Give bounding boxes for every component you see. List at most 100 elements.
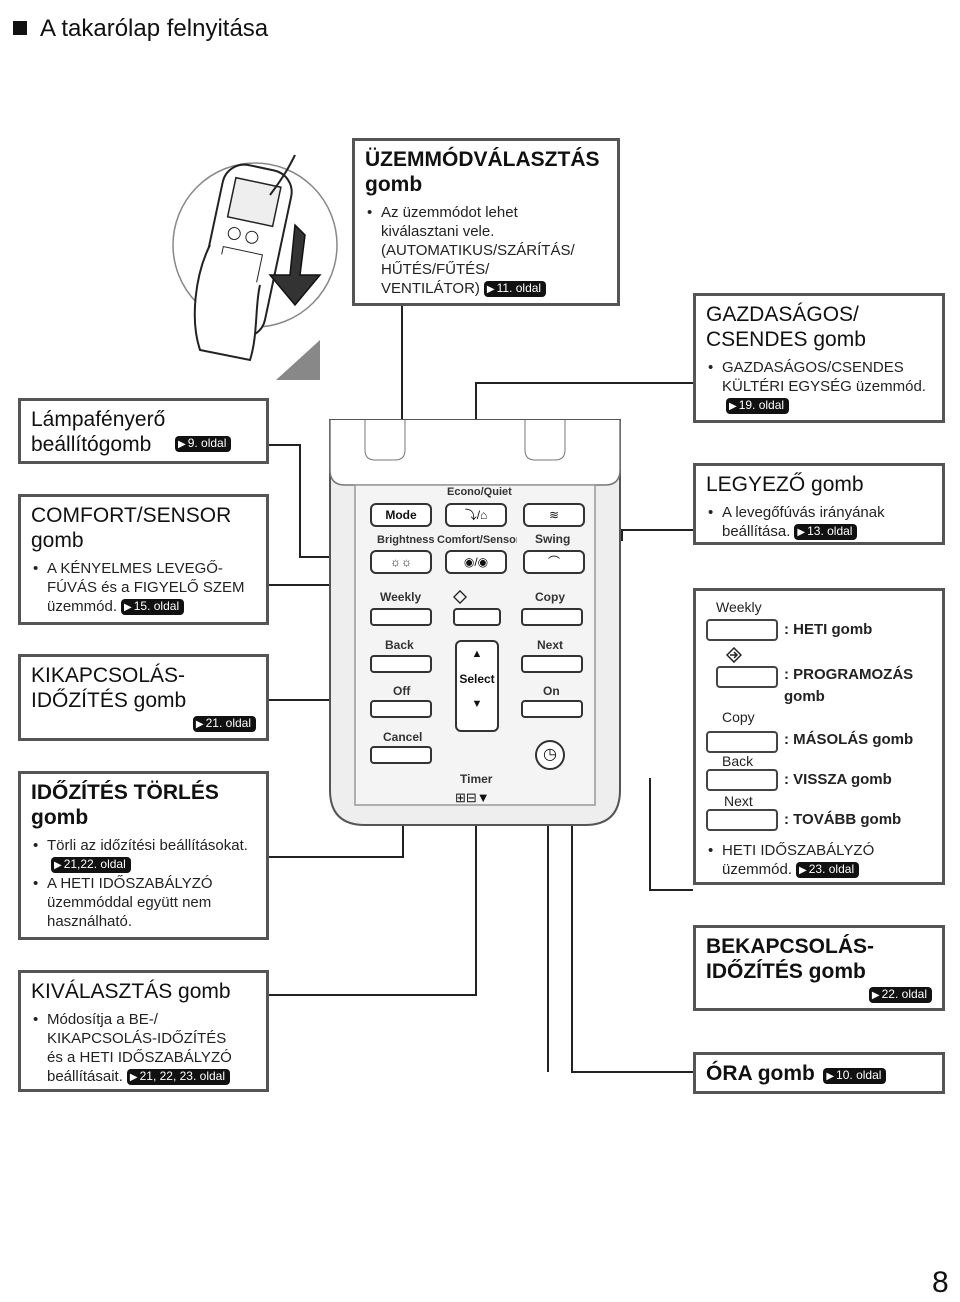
ref-arrow-icon: ▶ (486, 284, 495, 295)
section-square-icon (13, 21, 27, 35)
legend-back-button (706, 769, 778, 791)
lampa-ref[interactable]: ▶9. oldal (175, 436, 232, 452)
remote-brightness-label: Brightness (377, 534, 435, 546)
legend-back-label: Back (722, 753, 754, 769)
ora-box: ÓRA gomb ▶10. oldal (693, 1052, 945, 1094)
brightness-icon: ☼☼ (390, 555, 412, 569)
remote-mode-button[interactable]: Mode (370, 503, 432, 527)
lampa-title: Lámpafényerő beállítógomb (31, 408, 166, 456)
remote-copy-label: Copy (535, 590, 565, 604)
ref-arrow-icon: ▶ (54, 860, 62, 871)
remote-timer-label: Timer (460, 772, 493, 786)
remote-comfort-sensor-button[interactable]: ◉/◉ (445, 550, 507, 574)
comfort-box: COMFORT/SENSOR gomb A KÉNYELMES LEVEGŐ-F… (18, 494, 269, 625)
ref-arrow-icon: ▶ (871, 990, 880, 1001)
kivalasztas-bullet: Módosítja a BE-/ KIKAPCSOLÁS-IDŐZÍTÉS és… (31, 1010, 256, 1086)
ora-ref[interactable]: ▶10. oldal (823, 1068, 887, 1084)
kivalasztas-title: KIVÁLASZTÁS gomb (31, 980, 231, 1003)
kikapcs-title: KIKAPCSOLÁS-IDŐZÍTÉS gomb (31, 664, 187, 712)
ora-title: ÓRA gomb (706, 1062, 815, 1085)
remote-weekly-button[interactable] (370, 608, 432, 626)
remote-econo-quiet-label: Econo/Quiet (447, 486, 512, 498)
uzemmod-ref[interactable]: ▶11. oldal (483, 281, 547, 297)
idozites-torles-bullet-1: Törli az időzítési beállításokat.▶21,22.… (31, 836, 256, 874)
remote-copy-button[interactable] (521, 608, 583, 626)
gazdasagos-title: GAZDASÁGOS/ CSENDES gomb (706, 303, 866, 351)
corner-triangle-icon (276, 340, 320, 380)
remote-econo-quiet-button[interactable]: ⤵/⌂ (445, 503, 507, 527)
remote-mode-label: Mode (385, 508, 417, 522)
ref-arrow-icon: ▶ (129, 1072, 138, 1083)
weekly-legend-box: Weekly : HETI gomb : PROGRAMOZÁS gomb Co… (693, 588, 945, 885)
comfort-title: COMFORT/SENSOR gomb (31, 504, 232, 552)
remote-back-label: Back (385, 638, 414, 652)
page-number: 8 (932, 1266, 949, 1299)
remote-off-button[interactable] (370, 700, 432, 718)
legend-bullet: HETI IDŐSZABÁLYZÓ üzemmód.▶23. oldal (706, 841, 926, 879)
ref-arrow-icon: ▶ (178, 439, 186, 450)
section-title: A takarólap felnyitása (40, 15, 269, 42)
remote-next-label: Next (537, 638, 564, 652)
legend-weekly-label: Weekly (716, 599, 762, 615)
uzemmod-title: ÜZEMMÓDVÁLASZTÁS gomb (365, 148, 600, 196)
remote-swing-label: Swing (535, 532, 571, 546)
legend-copy-label: Copy (722, 709, 755, 725)
remote-program-icon (453, 590, 467, 604)
remote-program-button[interactable] (453, 608, 501, 626)
legyezo-bullet: A levegőfúvás irányának beállítása.▶13. … (706, 503, 932, 541)
gazdasagos-box: GAZDASÁGOS/ CSENDES gomb GAZDASÁGOS/CSEN… (693, 293, 945, 423)
hand-remote-illustration (172, 154, 338, 362)
clock-icon: ◷ (543, 746, 557, 763)
kikapcs-ref[interactable]: ▶21. oldal (192, 716, 256, 732)
uzemmod-bullet: Az üzemmódot lehet kiválasztani vele. (A… (365, 203, 607, 298)
bekapcs-ref[interactable]: ▶22. oldal (868, 987, 932, 1003)
remote-control: Econo/Quiet Mode ⤵/⌂ ≋ Brightness Comfor… (325, 410, 625, 830)
remote-on-button[interactable] (521, 700, 583, 718)
swing-icon: ≋ (548, 508, 560, 522)
legend-weekly-desc: : HETI gomb (784, 621, 873, 638)
legend-ref[interactable]: ▶23. oldal (796, 862, 860, 878)
idozites-torles-title: IDŐZÍTÉS TÖRLÉS gomb (31, 781, 219, 829)
ref-arrow-icon: ▶ (124, 602, 132, 613)
comfort-bullet: A KÉNYELMES LEVEGŐ-FÚVÁS és a FIGYELŐ SZ… (31, 559, 256, 616)
remote-swing-button[interactable]: ⌒ (523, 550, 585, 574)
ref-arrow-icon: ▶ (195, 719, 204, 730)
gazdasagos-ref[interactable]: ▶19. oldal (726, 398, 790, 414)
legend-program-desc: : PROGRAMOZÁS gomb (784, 666, 914, 705)
remote-off-label: Off (393, 684, 411, 698)
select-down-icon: ▼ (471, 698, 483, 710)
remote-brightness-button[interactable]: ☼☼ (370, 550, 432, 574)
remote-comfort-sensor-label: Comfort/Sensor (437, 534, 517, 546)
remote-on-label: On (543, 684, 560, 698)
remote-select-label: Select (459, 672, 495, 686)
remote-clock-button[interactable]: ◷ (535, 740, 565, 770)
remote-select-button[interactable]: ▲ Select ▼ (455, 640, 499, 732)
kikapcs-box: KIKAPCSOLÁS-IDŐZÍTÉS gomb ▶21. oldal (18, 654, 269, 741)
remote-next-button[interactable] (521, 655, 583, 673)
gazdasagos-bullet: GAZDASÁGOS/CSENDES KÜLTÉRI EGYSÉG üzemmó… (706, 358, 932, 415)
lampa-box: Lámpafényerő beállítógomb ▶9. oldal (18, 398, 269, 464)
legend-next-desc: : TOVÁBB gomb (784, 811, 902, 828)
ref-arrow-icon: ▶ (729, 401, 737, 412)
idozites-torles-ref[interactable]: ▶21,22. oldal (51, 857, 131, 873)
legyezo-title: LEGYEZŐ gomb (706, 473, 864, 496)
swing-bottom-icon: ⌒ (547, 555, 560, 569)
remote-weekly-label: Weekly (380, 590, 422, 604)
econo-quiet-icon: ⤵/⌂ (464, 508, 488, 522)
remote-swing-top-button[interactable]: ≋ (523, 503, 585, 527)
remote-cancel-label: Cancel (383, 730, 423, 744)
legend-copy-button (706, 731, 778, 753)
uzemmod-box: ÜZEMMÓDVÁLASZTÁS gomb Az üzemmódot lehet… (352, 138, 620, 306)
legend-back-desc: : VISSZA gomb (784, 771, 892, 788)
timer-battery-icon: ⊞⊟▼ (455, 790, 490, 805)
ref-arrow-icon: ▶ (797, 527, 806, 538)
kivalasztas-ref[interactable]: ▶21, 22, 23. oldal (126, 1069, 230, 1085)
legend-program-button (716, 666, 778, 688)
legyezo-box: LEGYEZŐ gomb A levegőfúvás irányának beá… (693, 463, 945, 545)
legend-copy-desc: : MÁSOLÁS gomb (784, 731, 914, 748)
kivalasztas-box: KIVÁLASZTÁS gomb Módosítja a BE-/ KIKAPC… (18, 970, 269, 1092)
legyezo-ref[interactable]: ▶13. oldal (794, 524, 858, 540)
comfort-ref[interactable]: ▶15. oldal (121, 599, 185, 615)
remote-cancel-button[interactable] (370, 746, 432, 764)
remote-back-button[interactable] (370, 655, 432, 673)
